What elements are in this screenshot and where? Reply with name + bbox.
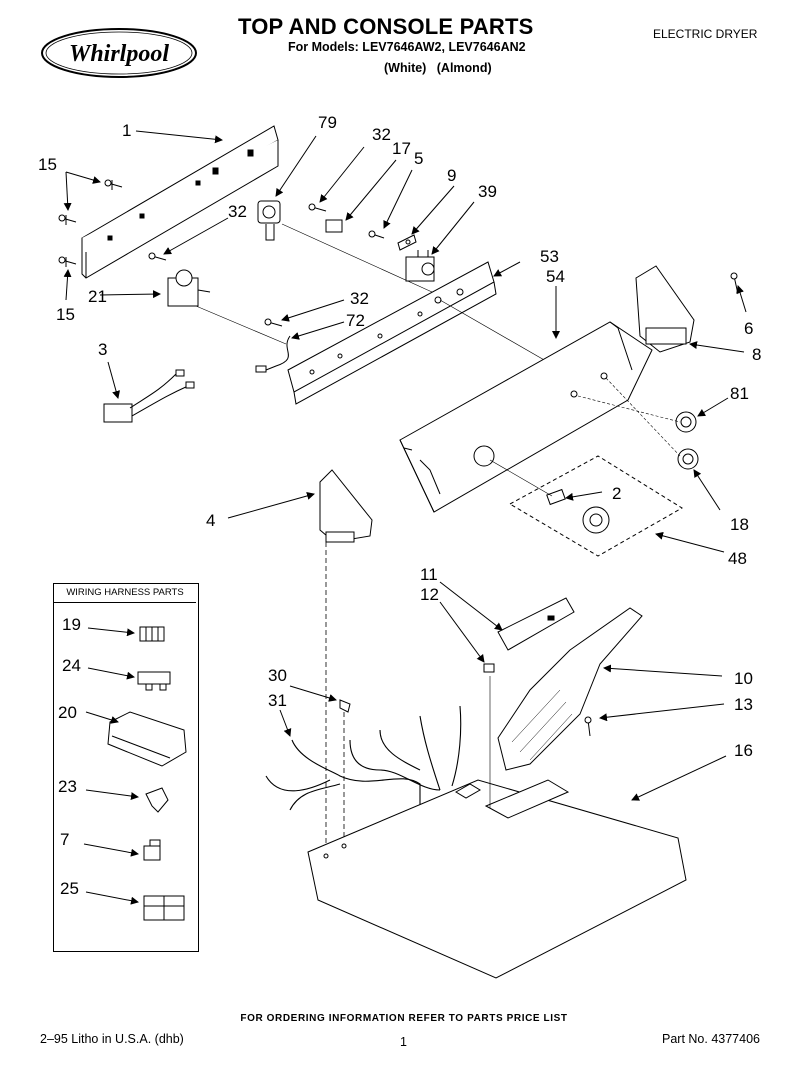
main-harness-31 bbox=[265, 705, 462, 826]
ordering-info: FOR ORDERING INFORMATION REFER TO PARTS … bbox=[240, 1013, 568, 1024]
callout-11: 11 bbox=[420, 565, 438, 584]
callout-48: 48 bbox=[728, 549, 747, 568]
callout-39: 39 bbox=[478, 182, 497, 201]
bushing-81 bbox=[675, 411, 697, 433]
callout-32: 32 bbox=[350, 289, 369, 308]
callout-19: 19 bbox=[62, 615, 81, 634]
callout-7: 7 bbox=[60, 830, 70, 849]
callout-8: 8 bbox=[752, 345, 762, 364]
callout-21: 21 bbox=[88, 287, 107, 306]
litho-info: 2–95 Litho in U.S.A. (dhb) bbox=[40, 1032, 184, 1046]
models-line: For Models: LEV7646AW2, LEV7646AN2 bbox=[288, 40, 526, 54]
screw-32-b bbox=[148, 252, 167, 261]
colors-line: (White) (Almond) bbox=[384, 61, 492, 75]
callout-54: 54 bbox=[546, 267, 565, 286]
callout-3: 3 bbox=[98, 340, 108, 359]
screw-15-mid bbox=[58, 214, 77, 225]
screw-5 bbox=[368, 230, 385, 239]
callout-32: 32 bbox=[372, 125, 391, 144]
callout-15: 15 bbox=[56, 305, 75, 324]
callout-10: 10 bbox=[734, 669, 753, 688]
callout-81: 81 bbox=[730, 384, 749, 403]
callout-13: 13 bbox=[734, 695, 753, 714]
harness-box-title: WIRING HARNESS PARTS bbox=[54, 584, 196, 603]
callout-15: 15 bbox=[38, 155, 57, 174]
switch-21 bbox=[167, 269, 211, 307]
lint-housing-opening bbox=[484, 779, 570, 819]
callout-18: 18 bbox=[730, 515, 749, 534]
console-front-bracket bbox=[287, 261, 497, 405]
clip-30 bbox=[339, 699, 351, 713]
switch-17 bbox=[325, 219, 343, 233]
callout-16: 16 bbox=[734, 741, 753, 760]
connector-23 bbox=[145, 787, 169, 813]
console-panel bbox=[399, 321, 653, 513]
screw-6 bbox=[730, 272, 739, 295]
callout-20: 20 bbox=[58, 703, 77, 722]
callout-32: 32 bbox=[228, 202, 247, 221]
end-cap-8 bbox=[635, 265, 695, 353]
knob-2 bbox=[546, 488, 566, 506]
screw-32-c bbox=[264, 318, 283, 327]
connector-20 bbox=[107, 711, 187, 767]
brand-wordmark: Whirlpool bbox=[69, 41, 169, 67]
callout-79: 79 bbox=[318, 113, 337, 132]
callout-1: 1 bbox=[122, 121, 132, 140]
callout-4: 4 bbox=[206, 511, 216, 530]
callout-24: 24 bbox=[62, 656, 81, 675]
callout-23: 23 bbox=[58, 777, 77, 796]
screw-15-top bbox=[104, 179, 123, 190]
connector-24 bbox=[137, 671, 171, 691]
connector-25 bbox=[143, 895, 185, 921]
page-title: TOP AND CONSOLE PARTS bbox=[238, 14, 534, 39]
callout-25: 25 bbox=[60, 879, 79, 898]
page-number: 1 bbox=[400, 1035, 407, 1049]
callout-72: 72 bbox=[346, 311, 365, 330]
connector-7 bbox=[143, 839, 161, 861]
bracket-9 bbox=[397, 234, 417, 251]
callout-12: 12 bbox=[420, 585, 439, 604]
leader-lines bbox=[63, 130, 747, 905]
connector-19 bbox=[139, 626, 165, 642]
part-number: Part No. 4377406 bbox=[662, 1032, 760, 1046]
callout-30: 30 bbox=[268, 666, 287, 685]
clip-12 bbox=[483, 663, 495, 673]
callout-2: 2 bbox=[612, 484, 622, 503]
top-panel-16 bbox=[307, 779, 687, 979]
screw-15-low bbox=[58, 256, 77, 267]
lint-filter-10 bbox=[497, 607, 643, 771]
knob-assembly-48-outline bbox=[508, 455, 683, 557]
callout-31: 31 bbox=[268, 691, 287, 710]
bushing-18 bbox=[677, 448, 699, 470]
screw-13 bbox=[584, 716, 592, 737]
wiring-harness-parts-box bbox=[53, 583, 199, 952]
callout-53: 53 bbox=[540, 247, 559, 266]
harness-72 bbox=[265, 335, 291, 371]
whirlpool-logo: Whirlpool bbox=[41, 28, 197, 78]
filter-cover-11 bbox=[497, 597, 575, 651]
timer-part bbox=[257, 200, 281, 241]
screw-32-a bbox=[308, 203, 327, 212]
end-cap-4 bbox=[319, 469, 373, 543]
knob-48 bbox=[582, 506, 610, 534]
console-rear-bracket bbox=[81, 125, 279, 279]
switch-39 bbox=[405, 250, 435, 282]
callout-17: 17 bbox=[392, 139, 411, 158]
product-type: ELECTRIC DRYER bbox=[653, 27, 758, 41]
callout-6: 6 bbox=[744, 319, 754, 338]
callout-9: 9 bbox=[447, 166, 457, 185]
harness-3 bbox=[103, 369, 195, 423]
callout-5: 5 bbox=[414, 149, 424, 168]
